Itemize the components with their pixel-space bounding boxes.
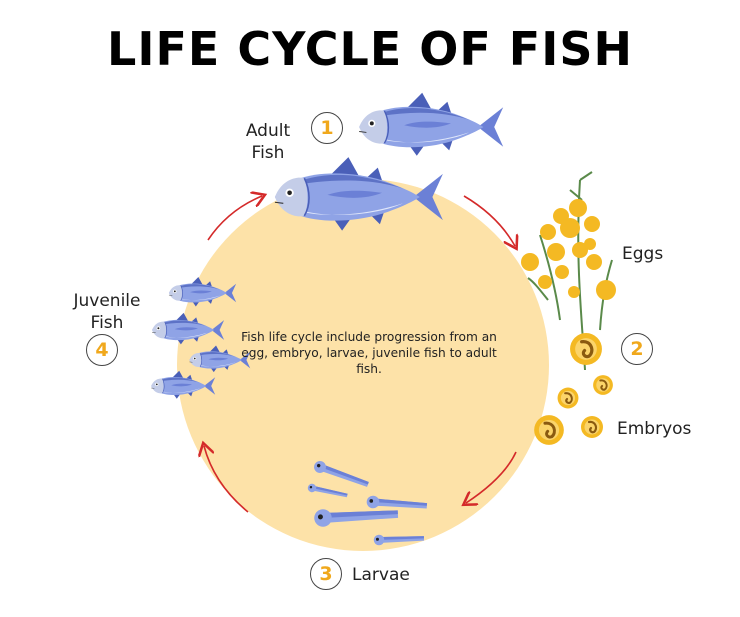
stage-label-embryos: Embryos <box>617 419 692 439</box>
cycle-circle <box>177 179 549 551</box>
stage-number-4: 4 <box>86 334 118 366</box>
stage-label-line: Fish <box>90 313 124 333</box>
stage-number-2: 2 <box>621 333 653 365</box>
stage-label-line: Fish <box>251 143 285 163</box>
cycle-description: Fish life cycle include progression from… <box>241 330 497 376</box>
egg-cluster-icon <box>521 171 616 371</box>
stage-number-1: 1 <box>311 112 343 144</box>
stage-label-eggs: Eggs <box>622 244 664 264</box>
page-title: LIFE CYCLE OF FISH <box>107 22 633 76</box>
stage-label-adult: Adult Fish <box>242 120 294 164</box>
stage-label-line: Juvenile <box>73 291 141 311</box>
stage-label-line: Adult <box>245 121 291 141</box>
stage-number-3: 3 <box>310 558 342 590</box>
cycle-arrow-icon <box>204 196 516 513</box>
stage-label-juvenile: Juvenile Fish <box>68 290 146 334</box>
stage-label-larvae: Larvae <box>352 565 410 585</box>
adult-fish-icon <box>274 92 504 232</box>
